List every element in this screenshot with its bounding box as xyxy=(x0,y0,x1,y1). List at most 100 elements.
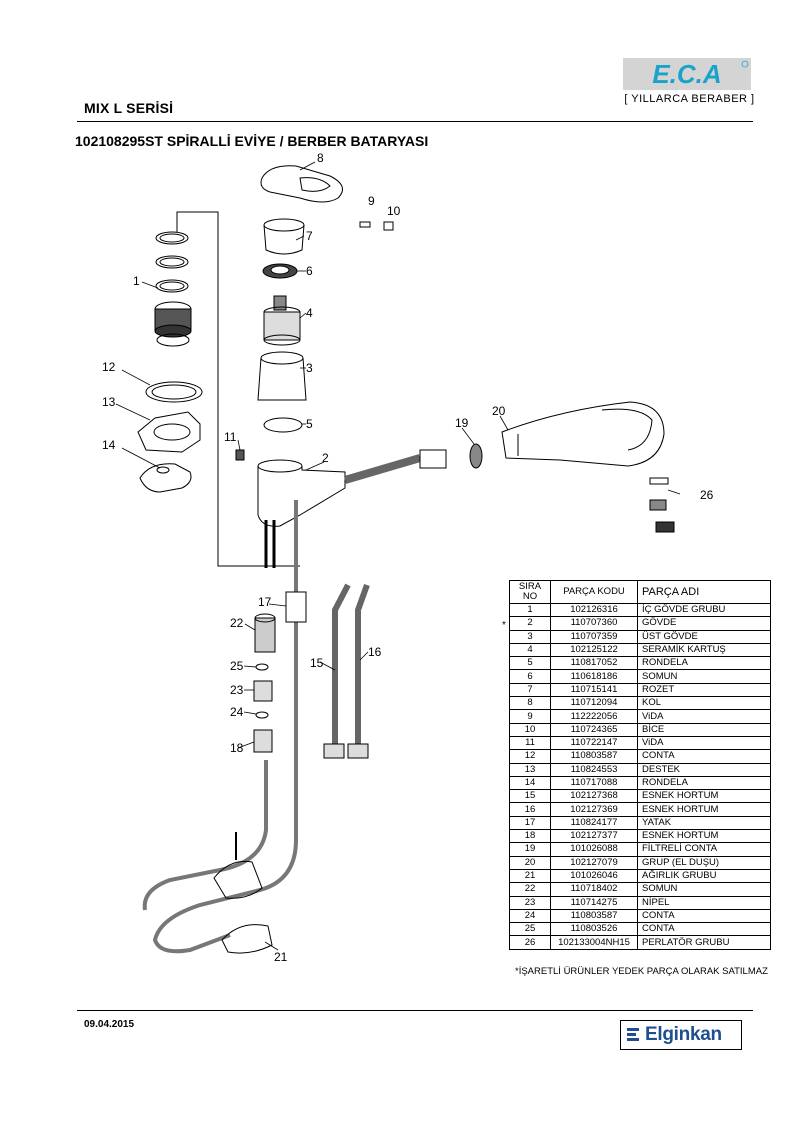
cell-no: 26 xyxy=(509,935,551,950)
cell-name: RONDELA xyxy=(637,656,771,671)
part-11-screw xyxy=(235,449,245,461)
cell-code: 110824177 xyxy=(550,815,638,831)
callout-26: 26 xyxy=(700,488,714,502)
cell-name: ViDA xyxy=(637,735,771,751)
cell-no: 22 xyxy=(509,882,551,897)
cell-code: 110618186 xyxy=(550,669,638,684)
part-2-body xyxy=(257,449,447,568)
cell-code: 110715141 xyxy=(550,682,638,698)
callout-12: 12 xyxy=(102,360,116,374)
cell-code: 110718402 xyxy=(550,882,638,897)
cell-code: 110707359 xyxy=(550,629,638,644)
cell-no: 24 xyxy=(509,908,551,924)
cell-name: BİCE xyxy=(637,722,771,737)
elginkan-logo: Elginkan xyxy=(620,1020,742,1050)
cell-no: 10 xyxy=(509,722,551,737)
part-4-cartridge xyxy=(263,295,301,346)
cell-name: ROZET xyxy=(637,682,771,698)
cell-no: 1 xyxy=(509,602,551,618)
series-name: MIX L SERİSİ xyxy=(84,100,174,116)
cell-no: 13 xyxy=(509,762,551,777)
cell-code: 102133004NH15 xyxy=(550,935,638,950)
hose-18-nut xyxy=(253,729,273,753)
callout-25: 25 xyxy=(230,659,244,673)
eca-logo: E.C.A xyxy=(623,58,751,90)
document-date: 09.04.2015 xyxy=(84,1019,135,1030)
part-26-aerator xyxy=(649,477,675,533)
callout-5: 5 xyxy=(306,417,313,431)
cell-no: 19 xyxy=(509,842,551,857)
cell-no: 3 xyxy=(509,629,551,644)
part-7-rosette xyxy=(263,218,305,255)
cell-code: 110824553 xyxy=(550,762,638,777)
col-header-code: PARÇA KODU xyxy=(550,580,638,604)
cell-no: 11 xyxy=(509,735,551,751)
cell-no: 16 xyxy=(509,802,551,817)
header-divider xyxy=(77,121,753,122)
cell-name: ESNEK HORTUM xyxy=(637,802,771,817)
part-22-nut xyxy=(254,613,276,653)
cell-no: 6 xyxy=(509,669,551,684)
cell-code: 110707360 xyxy=(550,616,638,631)
leader-lines xyxy=(115,161,681,951)
cell-name: ÜST GÖVDE xyxy=(637,629,771,644)
cell-code: 110712094 xyxy=(550,696,638,711)
cell-name: İÇ GÖVDE GRUBU xyxy=(637,602,771,618)
cell-code: 102126316 xyxy=(550,602,638,618)
cell-no: 5 xyxy=(509,656,551,671)
cell-no: 25 xyxy=(509,922,551,937)
cell-name: AĞIRLIK GRUBU xyxy=(637,868,771,884)
callout-14: 14 xyxy=(102,438,116,452)
cell-name: ViDA xyxy=(637,709,771,724)
cell-name: YATAK xyxy=(637,815,771,831)
cell-name: CONTA xyxy=(637,749,771,764)
cell-no: 17 xyxy=(509,815,551,831)
assembly-guide-line xyxy=(176,211,300,567)
cell-name: ESNEK HORTUM xyxy=(637,789,771,804)
callout-9: 9 xyxy=(368,194,375,208)
cell-name: SOMUN xyxy=(637,882,771,897)
part-24-seal xyxy=(255,711,269,719)
parts-table-header: SIRA NO PARÇA KODU PARÇA ADI xyxy=(509,580,771,604)
cell-name: ESNEK HORTUM xyxy=(637,829,771,844)
part-8-lever xyxy=(260,165,343,203)
svg-text:E.C.A: E.C.A xyxy=(652,59,721,89)
elginkan-mark-icon xyxy=(627,1028,639,1042)
part-10-plug xyxy=(383,221,394,231)
part-1-inner-body xyxy=(154,231,192,347)
callout-13: 13 xyxy=(102,395,116,409)
cell-name: CONTA xyxy=(637,908,771,924)
callout-15: 15 xyxy=(310,656,324,670)
part-20-hand-shower xyxy=(501,401,665,467)
cell-no: 7 xyxy=(509,682,551,698)
callout-20: 20 xyxy=(492,404,506,418)
callout-23: 23 xyxy=(230,683,244,697)
callout-16: 16 xyxy=(368,645,382,659)
callout-18: 18 xyxy=(230,741,244,755)
part-21-weight xyxy=(213,832,273,954)
part-15-16-flex-hoses xyxy=(323,583,370,759)
spare-parts-note: *İŞARETLİ ÜRÜNLER YEDEK PARÇA OLARAK SAT… xyxy=(515,966,768,977)
cell-code: 110817052 xyxy=(550,656,638,671)
callout-10: 10 xyxy=(387,204,401,218)
callout-4: 4 xyxy=(306,306,313,320)
cell-code: 110803587 xyxy=(550,908,638,924)
